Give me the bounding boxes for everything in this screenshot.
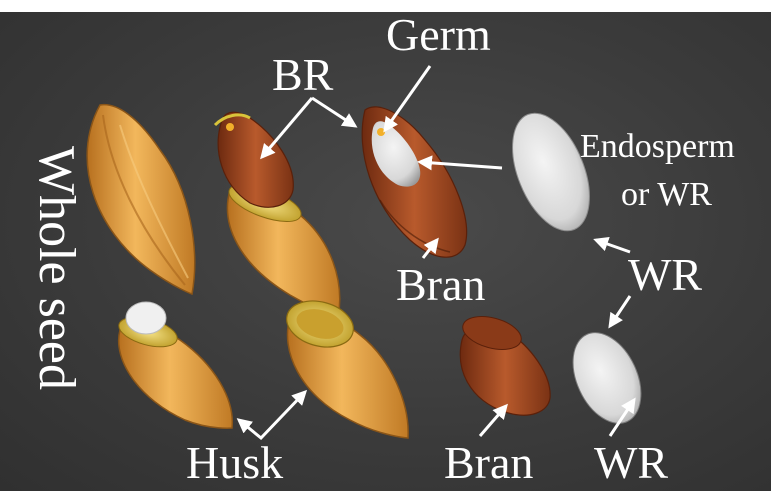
arrow-germ [385,66,430,130]
label-br: BR [272,52,333,98]
empty-husk-shell [281,294,408,438]
label-wr-bottom: WR [594,440,668,486]
label-husk: Husk [186,440,283,486]
arrow-br-left [262,98,312,157]
label-bran-lower: Bran [444,440,533,486]
brown-rice-in-husk [215,112,340,318]
arrow-bran-lower [480,406,506,436]
arrow-wr-to-white-rice [610,296,630,326]
label-endosperm-or-wr: or WR [621,178,712,212]
endosperm-grain [497,102,605,242]
arrow-husk [239,392,305,438]
bran-with-germ [362,107,466,257]
white-rice-grain [560,322,655,434]
whole-seed-grain [87,105,194,294]
husk-with-white-rice [116,302,233,428]
arrow-br-right [312,98,355,126]
label-whole-seed: Whole seed [30,146,82,390]
arrow-wr-to-endosperm [596,240,630,252]
label-germ: Germ [386,12,491,58]
label-wr-middle: WR [628,252,702,298]
label-bran-upper: Bran [396,262,485,308]
label-endosperm: Endosperm [580,130,735,164]
bran-shell [459,311,550,415]
